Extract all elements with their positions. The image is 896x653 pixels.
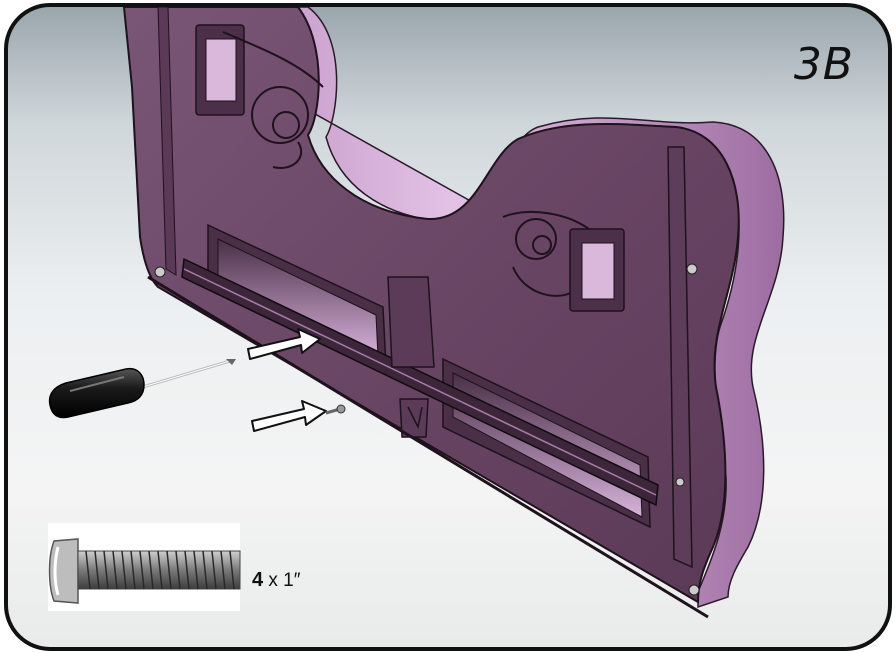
headboard-panel <box>122 7 785 619</box>
screw-icon <box>48 523 241 611</box>
screw-icon <box>325 404 346 415</box>
arrow-icon <box>247 328 321 360</box>
hardware-quantity-label: 4 x 1″ <box>252 569 300 592</box>
arrow-icon <box>251 400 327 432</box>
assembly-illustration <box>48 7 785 619</box>
step-label: 3B <box>793 39 854 90</box>
hardware-size: x 1″ <box>268 570 301 591</box>
hardware-quantity: 4 <box>252 569 264 591</box>
instruction-frame: 3B 4 x 1″ <box>4 3 892 651</box>
screwdriver-icon <box>48 359 236 419</box>
